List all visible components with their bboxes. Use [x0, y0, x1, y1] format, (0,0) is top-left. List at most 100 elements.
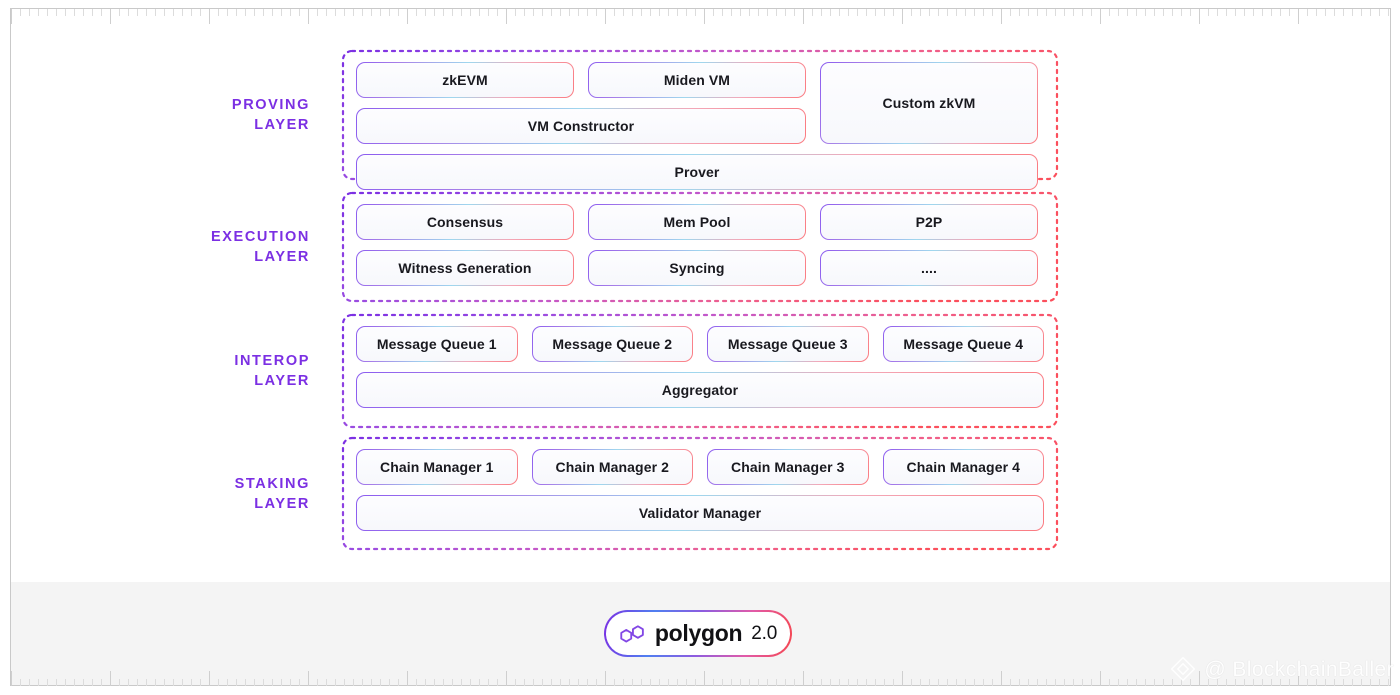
ruler-tick: [110, 671, 111, 686]
ruler-tick: [938, 679, 939, 686]
ruler-tick: [101, 679, 102, 686]
ruler-tick: [1145, 679, 1146, 686]
node-card[interactable]: Message Queue 4: [883, 326, 1045, 362]
ruler-tick: [47, 679, 48, 686]
ruler-tick: [11, 9, 12, 24]
node-card[interactable]: Miden VM: [588, 62, 806, 98]
ruler-tick: [605, 671, 606, 686]
layer-container-interop: Message Queue 1 Message Queue 2 Message Qu…: [341, 313, 1059, 429]
ruler-tick: [299, 9, 300, 16]
ruler-tick: [956, 9, 957, 16]
ruler-tick: [281, 679, 282, 686]
node-card-tall[interactable]: Custom zkVM: [820, 62, 1038, 144]
node-label: Message Queue 3: [727, 336, 848, 352]
node-label: Consensus: [426, 214, 504, 230]
ruler-tick: [911, 9, 912, 16]
ruler-tick: [1046, 679, 1047, 686]
ruler-tick: [1379, 9, 1380, 16]
ruler-tick: [794, 9, 795, 16]
ruler-tick: [218, 679, 219, 686]
ruler-tick: [866, 679, 867, 686]
ruler-tick: [443, 679, 444, 686]
ruler-bottom: [11, 664, 1390, 686]
layer-label-interop: INTEROP LAYER: [234, 353, 310, 389]
node-card[interactable]: Chain Manager 4: [883, 449, 1045, 485]
ruler-tick: [227, 679, 228, 686]
ruler-tick: [1064, 9, 1065, 16]
ruler-tick: [947, 679, 948, 686]
layer-node-row: Aggregator: [356, 372, 1044, 408]
ruler-tick: [74, 9, 75, 16]
ruler-tick: [353, 9, 354, 16]
ruler-tick: [1253, 679, 1254, 686]
node-card[interactable]: Message Queue 2: [532, 326, 694, 362]
layer-inner-interop: Message Queue 1 Message Queue 2 Message Qu…: [356, 326, 1044, 408]
ruler-tick: [713, 679, 714, 686]
ruler-tick: [1370, 9, 1371, 16]
node-label: Validator Manager: [638, 505, 762, 521]
ruler-tick: [362, 9, 363, 16]
ruler-tick: [479, 679, 480, 686]
node-card[interactable]: P2P: [820, 204, 1038, 240]
layer-container-execution: Consensus Mem Pool P2P Witness Generation Sy…: [341, 191, 1059, 303]
node-card[interactable]: Chain Manager 2: [532, 449, 694, 485]
ruler-tick: [263, 9, 264, 16]
ruler-tick: [614, 679, 615, 686]
node-card[interactable]: Aggregator: [356, 372, 1044, 408]
ruler-tick: [506, 9, 507, 24]
ruler-tick: [974, 679, 975, 686]
ruler-tick: [1361, 9, 1362, 16]
node-card[interactable]: Witness Generation: [356, 250, 574, 286]
ruler-tick: [1289, 679, 1290, 686]
ruler-tick: [443, 9, 444, 16]
ruler-tick: [551, 9, 552, 16]
node-card[interactable]: Mem Pool: [588, 204, 806, 240]
node-label: Chain Manager 1: [379, 459, 494, 475]
ruler-tick: [38, 679, 39, 686]
ruler-tick: [695, 9, 696, 16]
diamond-logo-icon: [1171, 656, 1196, 682]
ruler-tick: [785, 9, 786, 16]
node-card[interactable]: Message Queue 3: [707, 326, 869, 362]
ruler-tick: [92, 679, 93, 686]
ruler-tick: [524, 9, 525, 16]
ruler-tick: [1181, 679, 1182, 686]
ruler-tick: [641, 9, 642, 16]
node-card[interactable]: Consensus: [356, 204, 574, 240]
node-card[interactable]: Validator Manager: [356, 495, 1044, 531]
ruler-tick: [623, 679, 624, 686]
ruler-tick: [56, 679, 57, 686]
ruler-tick: [1316, 9, 1317, 16]
node-card[interactable]: Syncing: [588, 250, 806, 286]
ruler-tick: [1064, 679, 1065, 686]
ruler-tick: [416, 679, 417, 686]
ruler-tick: [686, 679, 687, 686]
node-card[interactable]: Chain Manager 3: [707, 449, 869, 485]
ruler-tick: [1109, 9, 1110, 16]
ruler-tick: [668, 9, 669, 16]
node-card[interactable]: Message Queue 1: [356, 326, 518, 362]
ruler-tick: [155, 679, 156, 686]
node-card[interactable]: zkEVM: [356, 62, 574, 98]
ruler-tick: [164, 9, 165, 16]
ruler-tick: [326, 9, 327, 16]
ruler-tick: [1352, 9, 1353, 16]
node-card[interactable]: Chain Manager 1: [356, 449, 518, 485]
node-card[interactable]: Prover: [356, 154, 1038, 190]
ruler-tick: [119, 679, 120, 686]
ruler-tick: [758, 679, 759, 686]
node-label: Chain Manager 2: [555, 459, 670, 475]
ruler-tick: [1037, 9, 1038, 16]
ruler-tick: [884, 9, 885, 16]
ruler-tick: [515, 679, 516, 686]
ruler-tick: [1163, 9, 1164, 16]
ruler-tick: [344, 679, 345, 686]
ruler-tick: [893, 9, 894, 16]
node-card[interactable]: ....: [820, 250, 1038, 286]
ruler-tick: [686, 9, 687, 16]
ruler-tick: [254, 9, 255, 16]
ruler-tick: [884, 679, 885, 686]
node-card[interactable]: VM Constructor: [356, 108, 806, 144]
